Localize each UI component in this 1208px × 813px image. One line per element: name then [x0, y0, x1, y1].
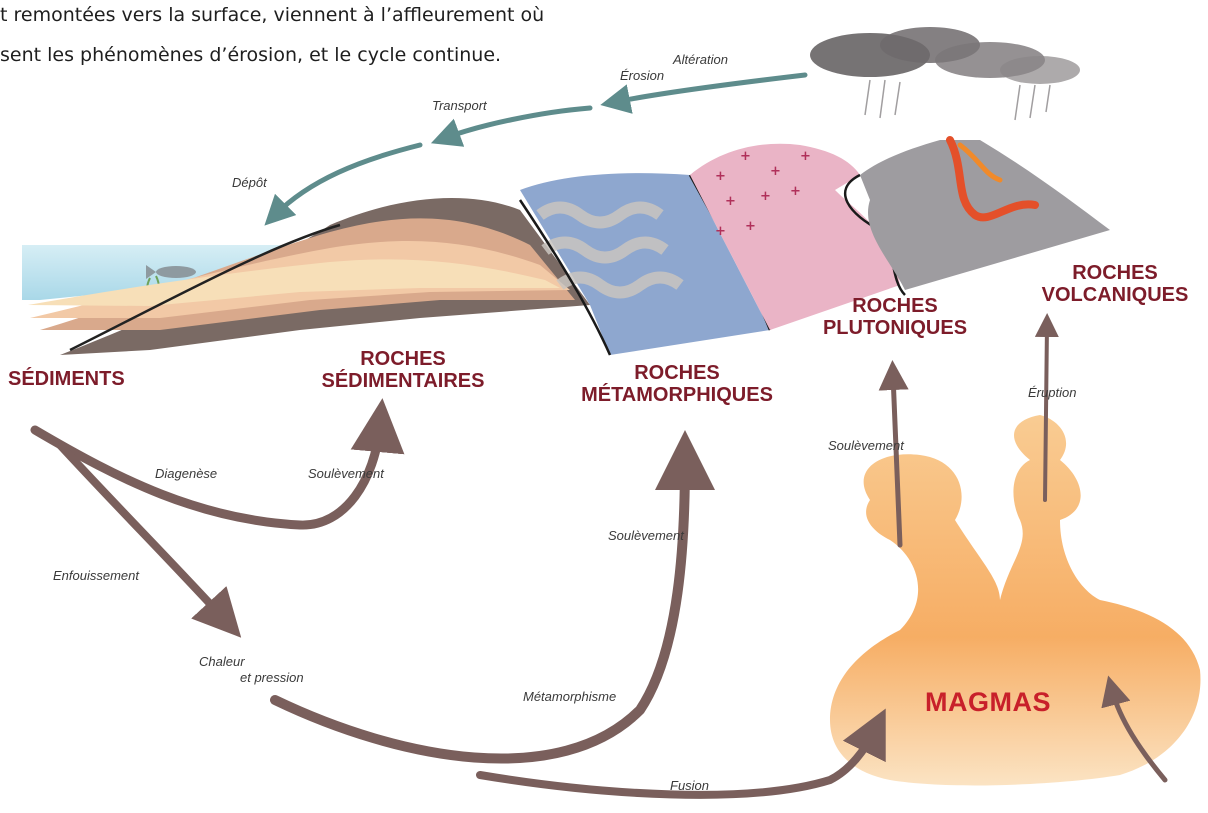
- svg-text:+: +: [790, 184, 801, 199]
- svg-text:+: +: [715, 169, 726, 184]
- metamorphisme-arrow: [275, 460, 685, 759]
- process-diagenese: Diagenèse: [155, 466, 217, 481]
- process-enfouissement: Enfouissement: [53, 568, 139, 583]
- label-sediments-text: SÉDIMENTS: [8, 368, 125, 390]
- label-sediments: SÉDIMENTS: [8, 368, 125, 390]
- label-plutonic-line1: ROCHES: [805, 295, 985, 317]
- process-transport: Transport: [432, 98, 487, 113]
- intro-line-2: sent les phénomènes d’érosion, et le cyc…: [0, 44, 660, 66]
- svg-text:+: +: [770, 164, 781, 179]
- label-sedimentary-line1: ROCHES: [313, 348, 493, 370]
- svg-text:+: +: [745, 219, 756, 234]
- label-magmas: MAGMAS: [925, 687, 1051, 718]
- process-eruption: Éruption: [1028, 385, 1076, 400]
- svg-text:+: +: [760, 189, 771, 204]
- label-sedimentary-rocks: ROCHES SÉDIMENTAIRES: [313, 348, 493, 392]
- label-metamorphic-line1: ROCHES: [552, 362, 802, 384]
- label-metamorphic-line2: MÉTAMORPHIQUES: [552, 384, 802, 406]
- magma-chamber: [830, 415, 1200, 785]
- eruption-arrow: [1045, 325, 1047, 500]
- ash-cloud: [810, 27, 1080, 120]
- process-soulevement-plutonic: Soulèvement: [828, 438, 904, 453]
- svg-text:+: +: [725, 194, 736, 209]
- process-pression: et pression: [240, 670, 304, 685]
- process-metamorphisme: Métamorphisme: [523, 689, 616, 704]
- process-alteration: Altération: [673, 52, 728, 67]
- process-soulevement-sedimentary: Soulèvement: [308, 466, 384, 481]
- process-depot: Dépôt: [232, 175, 267, 190]
- label-plutonic-rocks: ROCHES PLUTONIQUES: [805, 295, 985, 339]
- process-fusion: Fusion: [670, 778, 709, 793]
- label-volcanic-line2: VOLCANIQUES: [1025, 284, 1205, 306]
- svg-text:+: +: [740, 149, 751, 164]
- label-volcanic-line1: ROCHES: [1025, 262, 1205, 284]
- intro-line-1: t remontées vers la surface, viennent à …: [0, 4, 660, 26]
- label-sedimentary-line2: SÉDIMENTAIRES: [313, 370, 493, 392]
- svg-text:+: +: [800, 149, 811, 164]
- label-volcanic-rocks: ROCHES VOLCANIQUES: [1025, 262, 1205, 306]
- label-metamorphic-rocks: ROCHES MÉTAMORPHIQUES: [552, 362, 802, 406]
- label-plutonic-line2: PLUTONIQUES: [805, 317, 985, 339]
- svg-text:+: +: [715, 224, 726, 239]
- process-soulevement-metamorphic: Soulèvement: [608, 528, 684, 543]
- process-erosion: Érosion: [620, 68, 664, 83]
- process-chaleur: Chaleur: [199, 654, 245, 669]
